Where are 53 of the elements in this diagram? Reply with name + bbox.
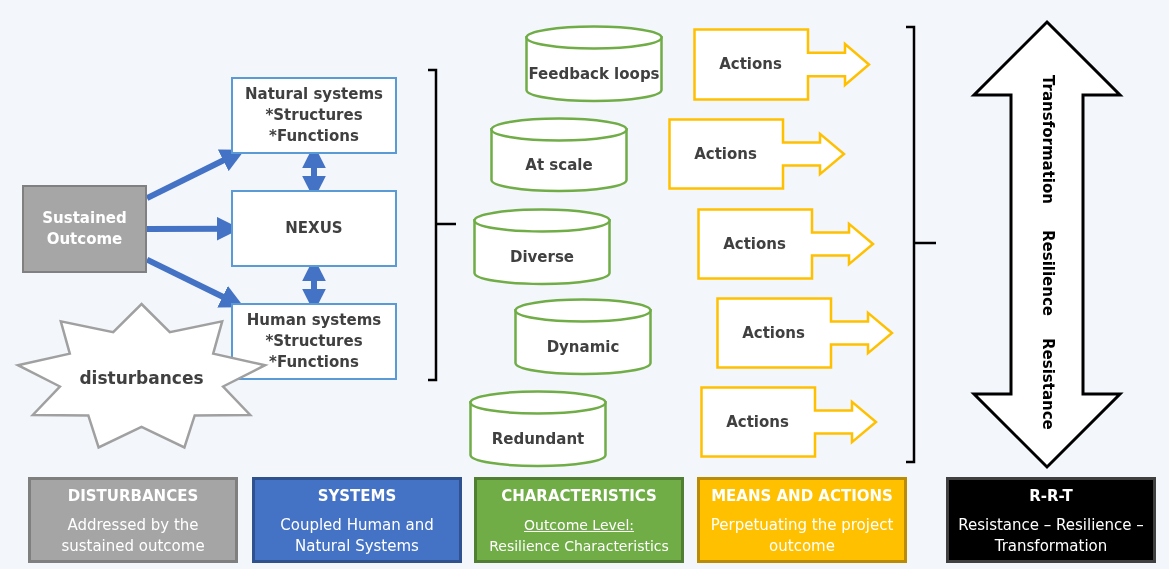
- category-panel: [697, 477, 907, 563]
- node-text: *Structures: [265, 105, 363, 126]
- node-text: Actions: [741, 322, 806, 344]
- panel-text: Outcome Level:: [524, 516, 634, 535]
- node-text: Redundant: [491, 428, 585, 450]
- node-text: *Functions: [269, 352, 359, 373]
- cylinder-shape: [490, 117, 628, 191]
- node-text: Actions: [725, 411, 790, 433]
- node-text: *Functions: [269, 126, 359, 147]
- panel-text: Perpetuating the project outcome: [709, 515, 895, 557]
- category-panel: [252, 477, 462, 563]
- panel-heading: R-R-T: [1029, 486, 1073, 507]
- outcome-box: [22, 185, 147, 273]
- panel-heading: MEANS AND ACTIONS: [711, 486, 893, 507]
- double-arrow: [972, 20, 1122, 469]
- node-text: Actions: [718, 54, 783, 75]
- node-text: *Structures: [265, 331, 363, 352]
- arrow-label: Resilience: [1038, 230, 1058, 316]
- node-text: At scale: [525, 154, 593, 176]
- cylinder-shape: [473, 208, 611, 284]
- arrow-callout: [716, 297, 894, 369]
- arrow-callout: [668, 118, 846, 190]
- cylinder-shape: [469, 390, 607, 466]
- arrow-callout: [693, 28, 871, 101]
- system-box: [231, 303, 397, 380]
- node-text: Actions: [722, 233, 787, 255]
- panel-text: Coupled Human and Natural Systems: [279, 515, 435, 557]
- system-box: [231, 77, 397, 154]
- cylinder-shape: [514, 298, 652, 374]
- node-text: Feedback loops: [528, 63, 660, 85]
- panel-text: Resistance – Resilience – Transformation: [957, 515, 1145, 557]
- category-panel: [946, 477, 1156, 563]
- arrow-callout: [697, 208, 875, 280]
- panel-text: Addressed by the sustained outcome: [60, 515, 206, 557]
- panel-heading: CHARACTERISTICS: [501, 486, 657, 507]
- node-text: Actions: [693, 143, 758, 165]
- panel-heading: DISTURBANCES: [67, 486, 199, 507]
- cylinder-shape: [525, 25, 663, 101]
- nexus-box: [231, 190, 397, 267]
- node-text: Natural systems: [245, 84, 383, 105]
- node-text: Sustained Outcome: [41, 208, 128, 250]
- arrow-callout: [700, 386, 878, 458]
- arrow-label: Transformation: [1038, 75, 1058, 204]
- category-panel: [28, 477, 238, 563]
- arrow-label: Resistance: [1038, 338, 1058, 430]
- panel-heading: SYSTEMS: [317, 486, 397, 507]
- node-text: Diverse: [509, 246, 574, 268]
- node-text: NEXUS: [285, 218, 343, 239]
- category-panel: [474, 477, 684, 563]
- node-text: Human systems: [246, 310, 382, 331]
- panel-text: Resilience Characteristics: [489, 537, 669, 556]
- node-text: disturbances: [79, 367, 204, 389]
- node-text: Dynamic: [546, 336, 620, 358]
